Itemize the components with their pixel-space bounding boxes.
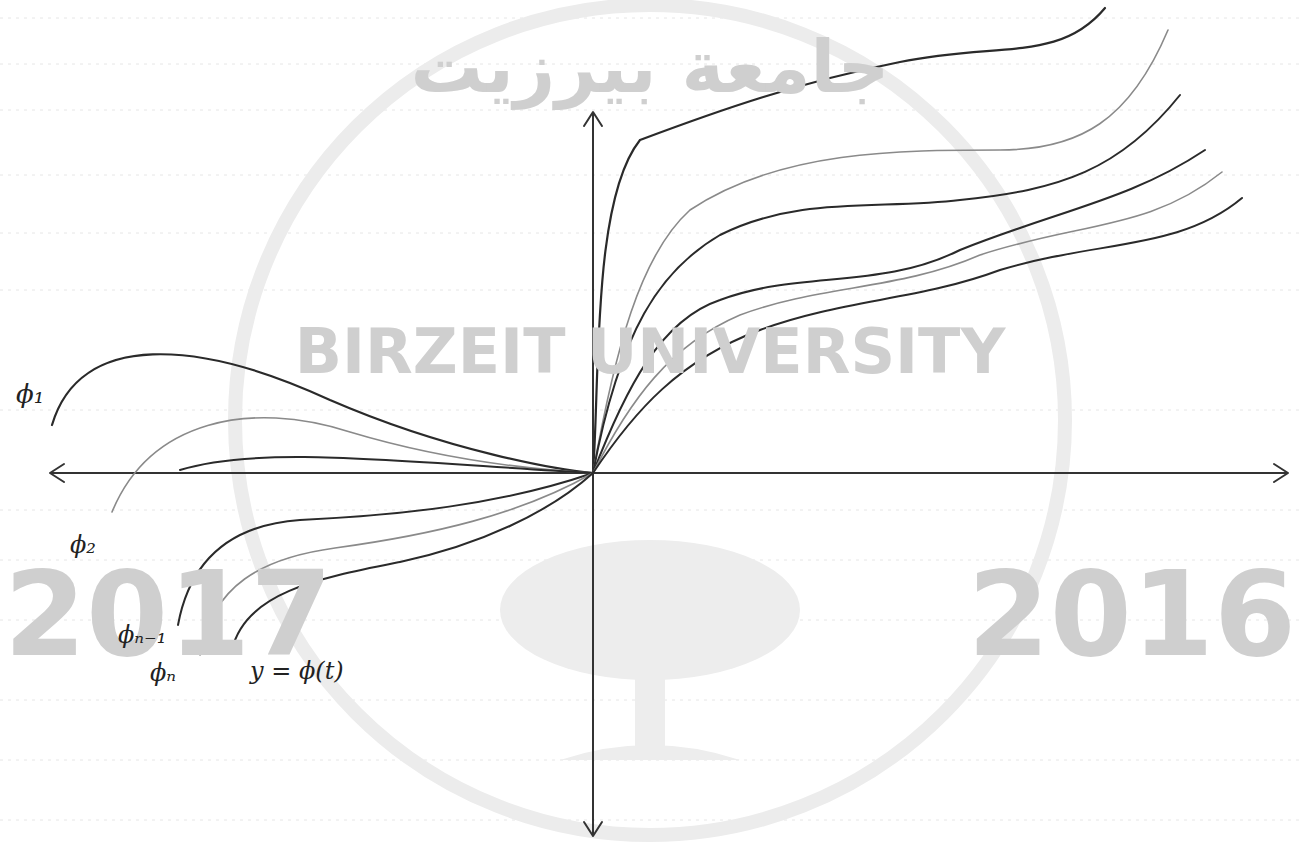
watermark-arabic: جامعة بيرزيت (411, 28, 890, 107)
curve-label: y = ϕ(t) (250, 658, 344, 684)
notebook-rules (0, 18, 1300, 820)
curve-label: ϕₙ₋₁ (118, 622, 166, 648)
watermark-university: BIRZEIT UNIVERSITY (295, 318, 1006, 386)
curve-label: ϕ₂ (70, 532, 96, 558)
watermark-ring (235, 5, 1065, 835)
curve-label: ϕₙ (150, 660, 176, 686)
watermark-tree (500, 540, 800, 760)
axis-arrowheads (50, 112, 1288, 836)
watermark-year: 2016 (968, 550, 1296, 680)
curve-label: ϕ₁ (16, 380, 44, 409)
axes (50, 112, 1288, 836)
